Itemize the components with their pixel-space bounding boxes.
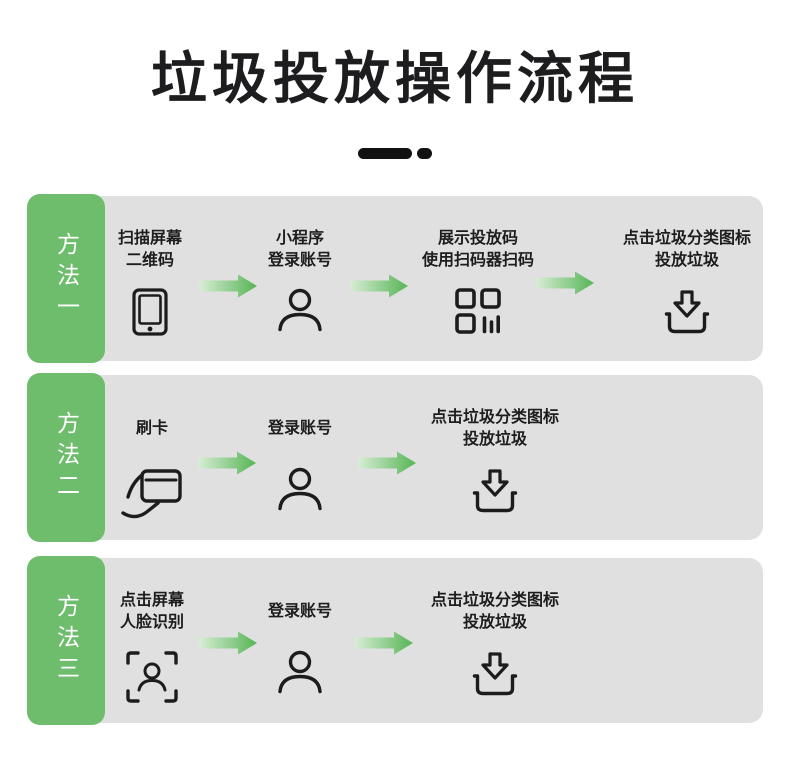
step-login-account: 登录账号: [215, 588, 385, 696]
method-2-label: 方法二: [53, 411, 80, 504]
method-2-label-box: 方法二: [27, 373, 105, 542]
method-1-label-box: 方法一: [27, 194, 105, 363]
method-3-panel: 方法三 点击屏幕 人脸识别 登录账号: [27, 556, 763, 725]
flow-arrow-icon: [350, 274, 408, 298]
method-1-label: 方法一: [53, 232, 80, 325]
drop-bin-icon: [472, 650, 518, 698]
step-label: 刷卡: [135, 420, 168, 437]
person-icon: [278, 467, 322, 513]
step-mini-program-login: 小程序 登录账号: [215, 226, 385, 334]
step-label: 点击垃圾分类图标 投放垃圾: [430, 592, 559, 631]
step-label: 扫描屏幕 二维码: [117, 230, 182, 269]
step-label: 登录账号: [267, 603, 332, 620]
flow-arrow-icon: [355, 631, 413, 655]
step-login-account: 登录账号: [215, 405, 385, 513]
page-title: 垃圾投放操作流程: [151, 47, 639, 110]
step-label: 点击垃圾分类图标 投放垃圾: [430, 409, 559, 448]
person-icon: [278, 650, 322, 696]
step-label: 点击屏幕 人脸识别: [119, 592, 184, 631]
phone-icon: [132, 288, 168, 336]
flow-arrow-icon: [536, 271, 594, 295]
method-3-label: 方法三: [53, 594, 80, 687]
method-2-panel: 方法二 刷卡 登录账号: [27, 373, 763, 542]
method-1-panel: 方法一 扫描屏幕 二维码 小程序 登录账号: [27, 194, 763, 363]
title-underline: [0, 147, 790, 159]
drop-bin-icon: [472, 467, 518, 515]
person-icon: [278, 288, 322, 334]
step-label: 小程序 登录账号: [267, 230, 332, 269]
step-label: 登录账号: [267, 420, 332, 437]
step-click-category-drop: 点击垃圾分类图标 投放垃圾: [410, 405, 580, 515]
step-swipe-card: 刷卡: [67, 405, 237, 521]
step-face-recognition: 点击屏幕 人脸识别: [67, 588, 237, 704]
step-scan-screen-qr: 扫描屏幕 二维码: [65, 226, 235, 336]
step-show-drop-code-scan: 展示投放码 使用扫码器扫码: [393, 226, 563, 334]
scan-code-icon: [455, 288, 501, 334]
underline-dot: [417, 147, 432, 159]
flow-arrow-icon: [199, 631, 257, 655]
underline-bar: [358, 147, 412, 159]
face-scan-icon: [125, 650, 179, 704]
flow-arrow-icon: [199, 274, 257, 298]
step-label: 点击垃圾分类图标 投放垃圾: [622, 230, 751, 269]
flow-arrow-icon: [358, 451, 416, 475]
flow-arrow-icon: [198, 451, 256, 475]
step-click-category-drop: 点击垃圾分类图标 投放垃圾: [410, 588, 580, 698]
method-3-label-box: 方法三: [27, 556, 105, 725]
step-label: 展示投放码 使用扫码器扫码: [421, 230, 534, 269]
step-click-category-drop: 点击垃圾分类图标 投放垃圾: [602, 226, 772, 336]
swipe-card-icon: [120, 467, 184, 521]
drop-bin-icon: [664, 288, 710, 336]
